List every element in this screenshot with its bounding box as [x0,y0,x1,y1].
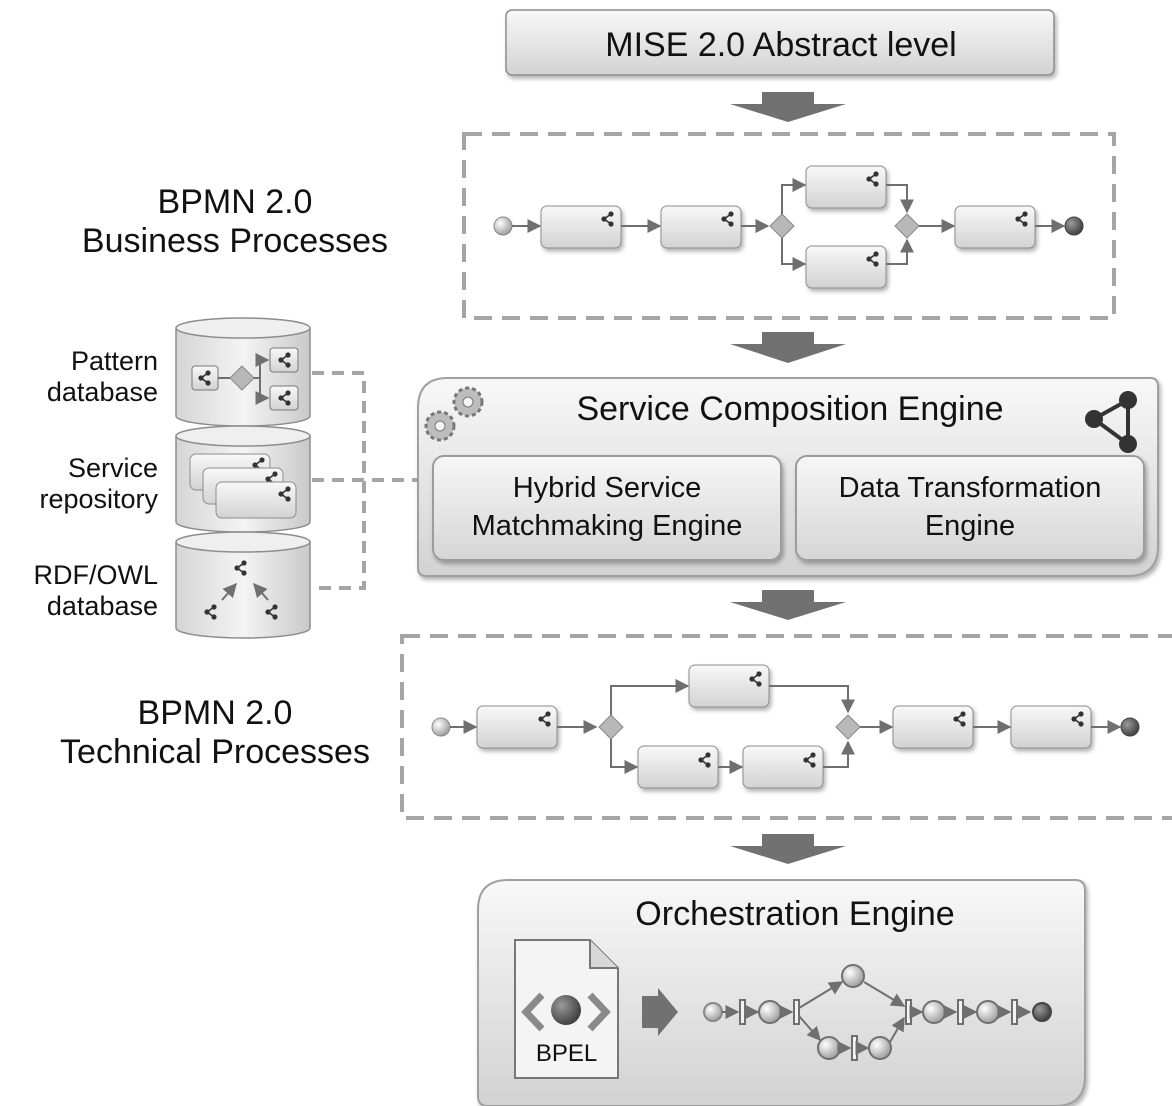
down-arrow-4 [730,834,846,864]
hybrid-line1: Hybrid Service [512,472,702,505]
data-transformation-engine: Data Transformation Engine [795,455,1145,561]
bpel-label: BPEL [535,1040,598,1067]
business-process-frame [462,132,1116,320]
abstract-level-label: MISE 2.0 Abstract level [605,26,957,64]
technical-label-line2: Technical Processes [60,733,370,772]
rdf-owl-database-line2: database [46,591,158,622]
technical-label-line1: BPMN 2.0 [137,694,293,732]
orchestration-flow [703,964,1052,1061]
rdf-owl-database-cylinder [175,531,311,639]
share-icon [1085,391,1137,453]
business-label-line1: BPMN 2.0 [157,183,313,221]
data-transformation-line2: Engine [924,510,1016,542]
rdf-owl-database-label: RDF/OWL database [0,560,159,622]
technical-processes-label: BPMN 2.0 Technical Processes [20,694,410,772]
pattern-database-line1: Pattern [70,346,158,376]
database-stack [175,317,311,639]
hybrid-line2: Matchmaking Engine [471,510,743,542]
down-arrow-2 [730,332,846,363]
data-transformation-line1: Data Transformation [838,472,1102,505]
pattern-database-line2: database [46,377,158,408]
technical-process-flow [431,664,1140,789]
orchestration-engine-title: Orchestration Engine [635,895,955,933]
business-process-flow [493,165,1084,289]
code-icon [521,992,611,1032]
transform-arrow [642,988,678,1036]
business-label-line2: Business Processes [81,222,389,261]
database-connectors [312,371,418,590]
pattern-database-label: Pattern database [0,346,158,408]
down-arrow-1 [730,92,846,122]
composition-engine-title: Service Composition Engine [576,390,1004,428]
service-repository-cylinder [175,425,311,533]
service-repository-line2: repository [39,484,158,515]
service-repository-line1: Service [67,453,158,483]
pattern-database-cylinder [175,317,311,427]
orchestration-engine [477,879,1086,1106]
hybrid-matchmaking-engine: Hybrid Service Matchmaking Engine [432,455,782,561]
technical-process-frame [400,634,1172,820]
gears-icon [424,386,484,442]
flow-arrows [730,92,846,864]
down-arrow-3 [730,590,846,620]
service-repository-label: Service repository [0,453,158,515]
rdf-owl-database-line1: RDF/OWL [33,560,159,590]
business-processes-label: BPMN 2.0 Business Processes [40,183,430,261]
abstract-level-box [505,9,1055,76]
